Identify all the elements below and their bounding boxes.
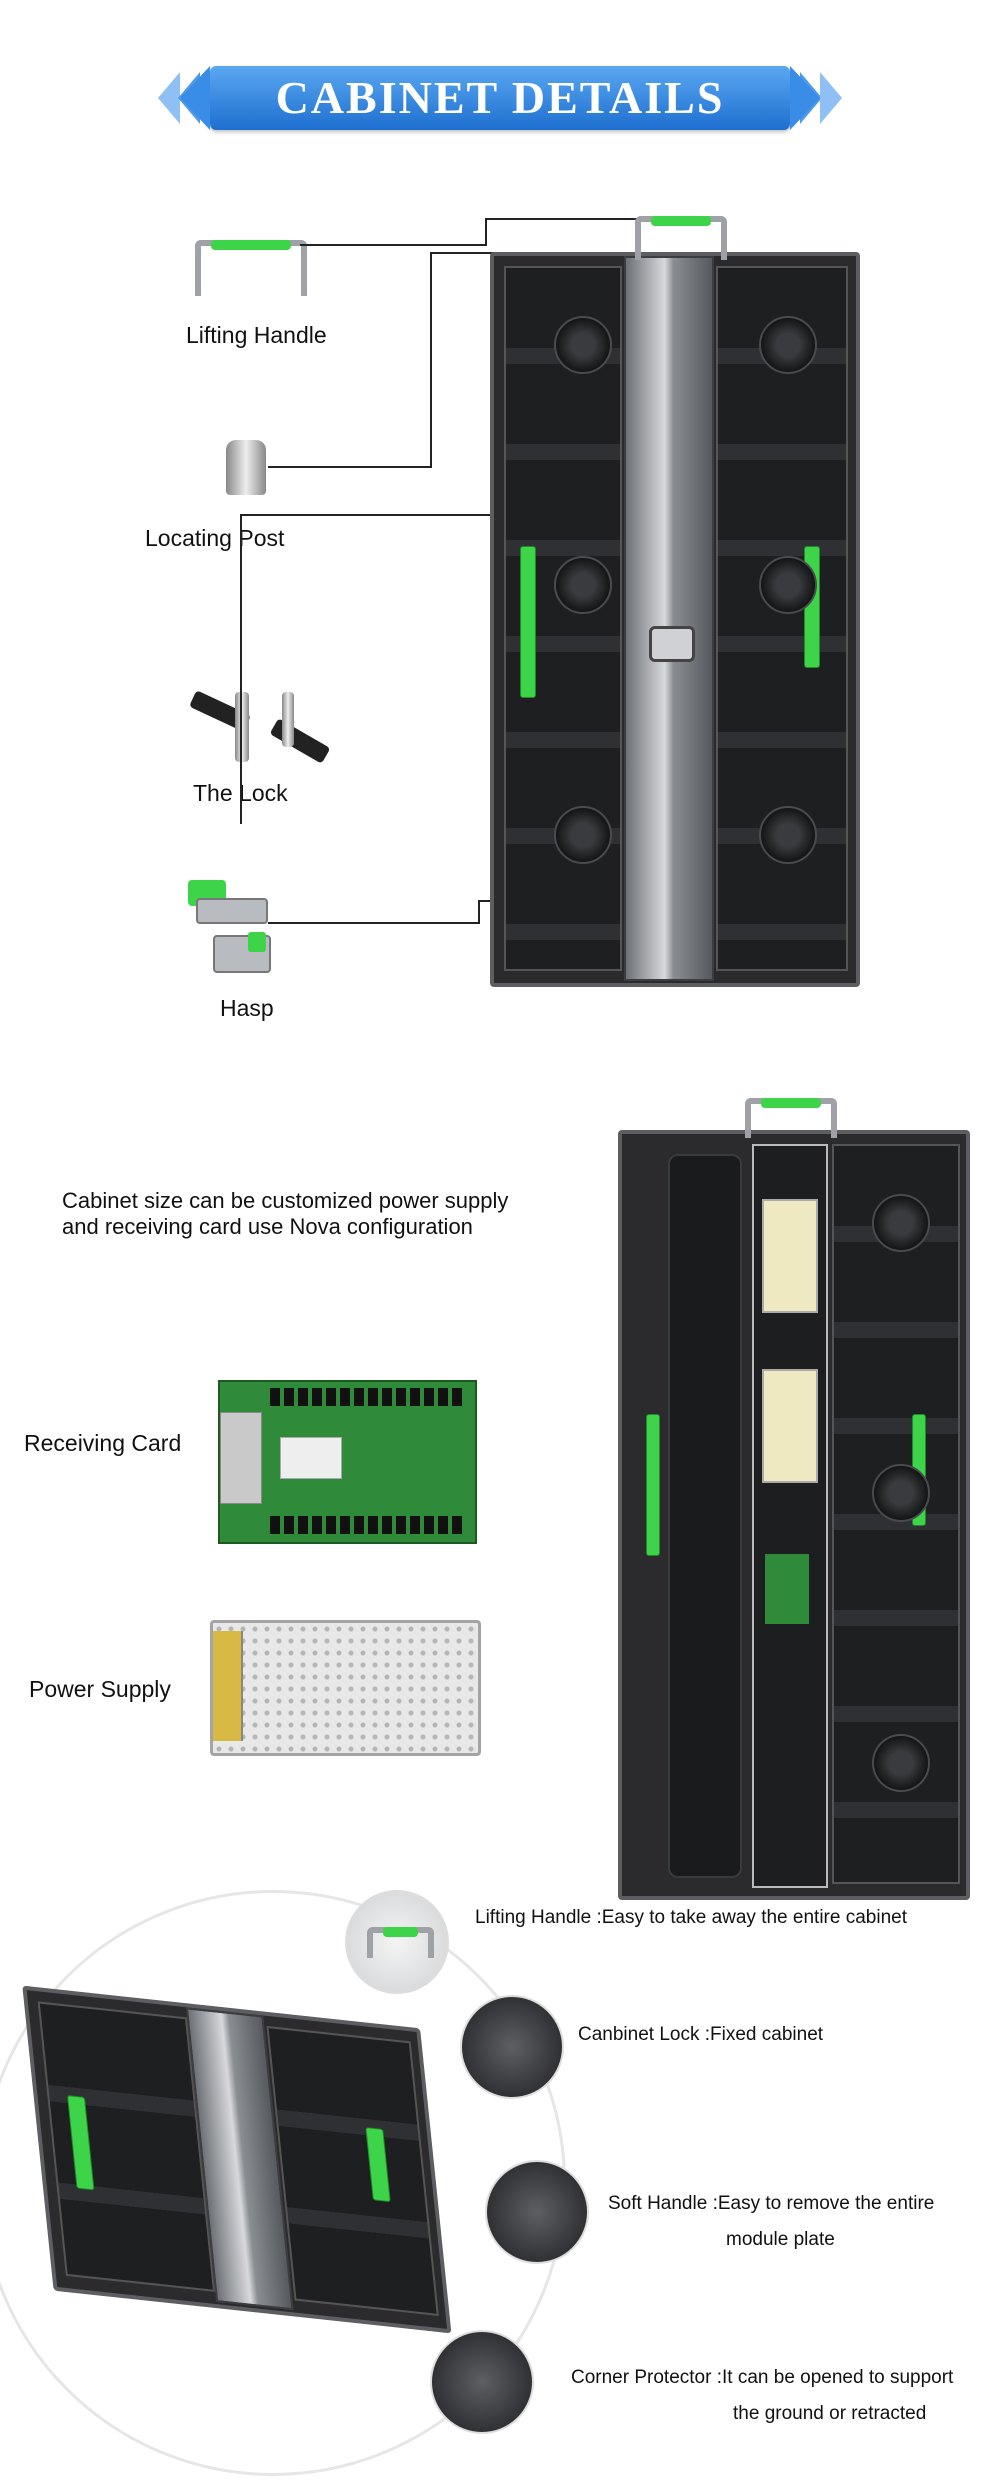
cabinet-open-image (618, 1130, 970, 1900)
parts-section: Lifting Handle Locating Post The Lock Ha… (0, 140, 1000, 1080)
hasp-icon (188, 880, 271, 973)
lock-icon (189, 690, 331, 782)
connector-line (240, 514, 540, 516)
connector-line (485, 218, 487, 246)
banner-bar (180, 66, 820, 130)
header-banner: CABINET DETAILS (140, 62, 860, 134)
corner-protector-thumb (430, 2330, 534, 2434)
feature-corner-protector-line2: the ground or retracted (733, 2403, 927, 2424)
feature-soft-handle: Soft Handle :Easy to remove the entire (608, 2193, 935, 2214)
features-section: Lifting Handle :Easy to take away the en… (0, 1880, 1000, 2482)
connector-line (300, 244, 485, 246)
feature-cabinet-lock: Canbinet Lock :Fixed cabinet (578, 2024, 824, 2045)
cabinet-lock-thumb (460, 1995, 564, 2099)
page-title: CABINET DETAILS (275, 72, 725, 123)
connector-line (268, 466, 430, 468)
feature-lifting-handle: Lifting Handle :Easy to take away the en… (475, 1907, 907, 1928)
connector-line (240, 514, 242, 824)
config-note-line2: and receiving card use Nova configuratio… (62, 1214, 473, 1239)
connector-line (478, 900, 480, 924)
chevron-right-icon (820, 72, 842, 124)
cabinet-top-handle (745, 1098, 837, 1138)
lifting-handle-thumb (345, 1890, 449, 1994)
connector-line (485, 218, 675, 220)
soft-handle-thumb (485, 2160, 589, 2264)
feature-corner-protector: Corner Protector :It can be opened to su… (571, 2367, 954, 2388)
part-label-locating-post: Locating Post (145, 525, 285, 551)
power-supply-image (210, 1620, 481, 1756)
locating-post-icon (226, 440, 266, 495)
cabinet-rear-image (490, 252, 860, 987)
cabinet-isometric-image (22, 1985, 457, 2395)
chevron-left-icon (158, 72, 180, 124)
part-label-lifting-handle: Lifting Handle (186, 322, 327, 348)
config-note-line1: Cabinet size can be customized power sup… (62, 1188, 509, 1213)
config-section: Cabinet size can be customized power sup… (0, 1080, 1000, 1900)
part-label-hasp: Hasp (220, 995, 274, 1021)
connector-line (430, 252, 432, 468)
power-supply-label: Power Supply (29, 1676, 171, 1702)
receiving-card-label: Receiving Card (24, 1430, 182, 1456)
lifting-handle-icon (195, 240, 307, 296)
feature-soft-handle-line2: module plate (726, 2229, 835, 2250)
receiving-card-image (218, 1380, 477, 1544)
connector-line (268, 922, 478, 924)
config-note: Cabinet size can be customized power sup… (62, 1188, 508, 1240)
cabinet-lifting-handle (635, 216, 727, 260)
